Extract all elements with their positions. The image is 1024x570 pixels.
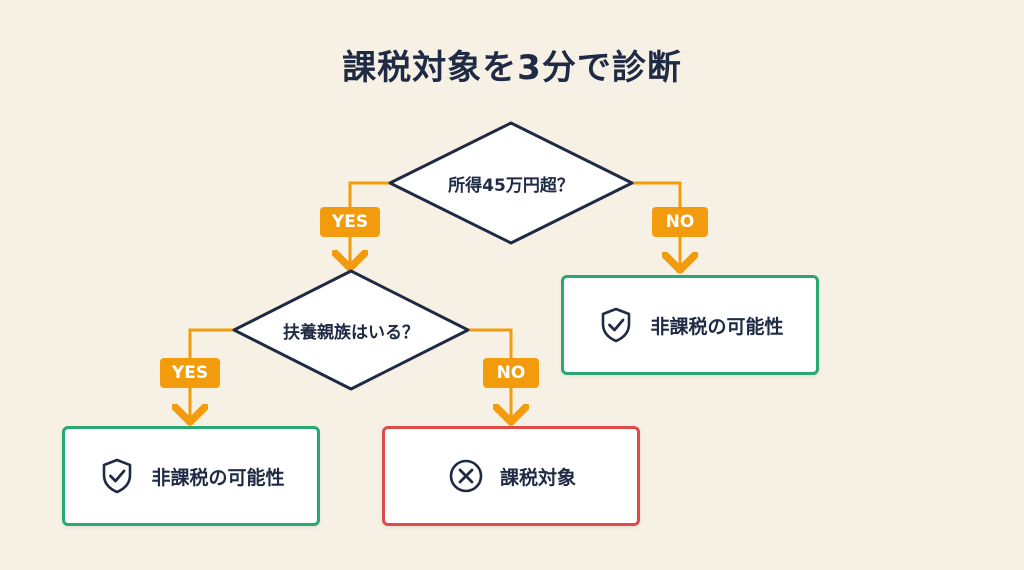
decision-q1-shape xyxy=(388,121,634,245)
edge-q1-yes-label: YES xyxy=(320,207,380,237)
edge-q1-no xyxy=(632,181,680,270)
result-no1-label: 非課税の可能性 xyxy=(650,315,784,338)
result-no2-box: 課税対象 xyxy=(382,426,640,526)
edge-q1-yes xyxy=(350,181,390,268)
edge-q2-no xyxy=(468,328,511,422)
diagram-title: 課税対象を3分で診断 xyxy=(342,48,682,88)
edge-q2-yes-label: YES xyxy=(160,358,220,388)
edge-q2-no-label: NO xyxy=(483,358,539,388)
decision-q2-label: 扶養親族はいる？ xyxy=(283,323,419,343)
decision-q2-shape xyxy=(232,269,470,391)
shield-check-icon xyxy=(103,458,132,494)
shield-check-icon xyxy=(602,307,631,343)
decision-q1-label: 所得45万円超？ xyxy=(448,176,574,196)
result-no1-box: 非課税の可能性 xyxy=(561,275,819,375)
edge-q1-no-label: NO xyxy=(652,207,708,237)
result-no2-label: 課税対象 xyxy=(499,466,576,489)
result-yes2-box: 非課税の可能性 xyxy=(62,426,320,526)
edge-q2-yes xyxy=(190,328,234,422)
circle-x-icon xyxy=(449,459,483,493)
result-yes2-label: 非課税の可能性 xyxy=(151,466,285,489)
